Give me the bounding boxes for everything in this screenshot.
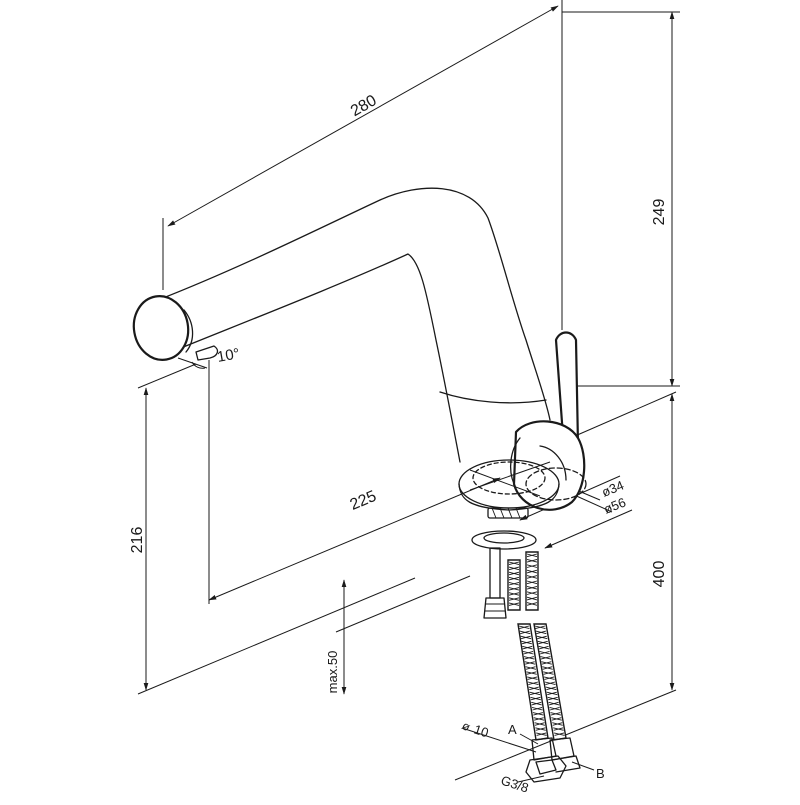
- dimension-216: 216: [129, 363, 416, 695]
- dimension-280: 280: [162, 0, 563, 330]
- callout-g38: G3/8: [499, 773, 545, 796]
- label-10-degrees: 10°: [216, 345, 241, 366]
- label-d10: 10: [472, 722, 490, 741]
- dimension-max50: max.50: [325, 575, 471, 695]
- callout-b: B: [571, 761, 605, 781]
- dimension-10-degrees: 10°: [177, 345, 241, 369]
- callout-a: A: [508, 722, 539, 745]
- label-d10-symbol: ø: [460, 718, 474, 734]
- callout-d10: ø 10: [460, 718, 537, 753]
- label-225: 225: [348, 488, 379, 514]
- hose-weave: [508, 553, 565, 736]
- label-max50: max.50: [325, 651, 340, 694]
- label-249: 249: [651, 199, 668, 226]
- label-connector-a: A: [508, 722, 517, 737]
- dimension-400: 400: [454, 391, 677, 781]
- dimension-249: 249: [562, 11, 680, 387]
- label-216: 216: [129, 527, 146, 554]
- faucet-handle: [509, 331, 586, 511]
- faucet-spout: [132, 187, 551, 463]
- mounting-hardware: [471, 507, 537, 619]
- hose-a: [507, 559, 557, 761]
- label-400: 400: [651, 561, 668, 588]
- label-connector-b: B: [596, 766, 605, 781]
- label-g38: G3/8: [499, 773, 530, 796]
- nut-g38: [525, 755, 581, 783]
